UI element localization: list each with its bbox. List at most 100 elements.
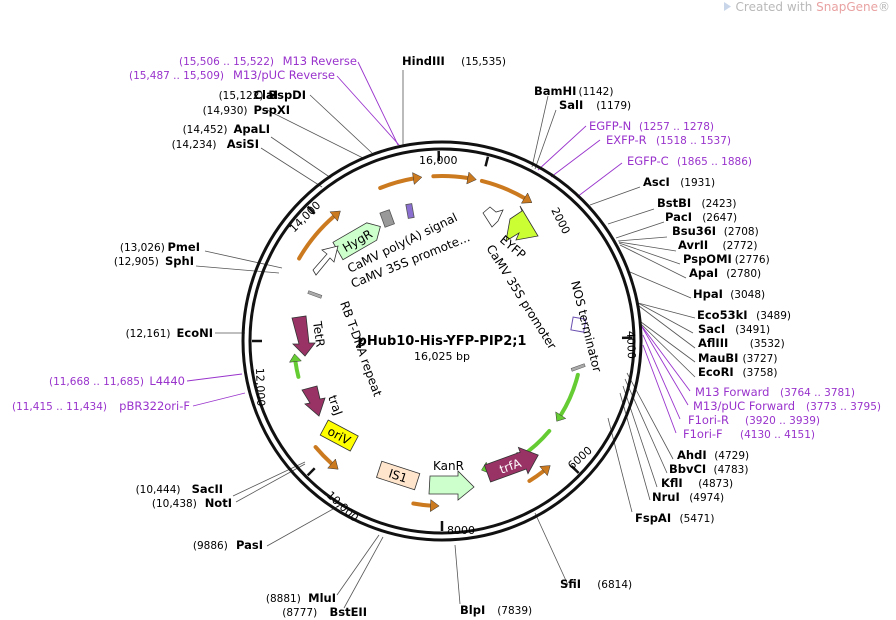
feature-arrowhead <box>466 171 477 185</box>
site-position: (1518 .. 1537) <box>656 135 731 147</box>
snapgene-watermark: Created with SnapGene® <box>723 0 890 14</box>
site-label: KflI(4873) <box>661 476 733 490</box>
tick-label: 8000 <box>447 524 475 537</box>
site-position: (2776) <box>735 254 770 266</box>
site-name: EXFP-R <box>606 133 647 147</box>
tick-mark <box>306 467 316 477</box>
site-label: AvrII(2772) <box>678 238 757 252</box>
site-label: Bsu36I(2708) <box>672 224 759 238</box>
site-label: SacII(10,444) <box>136 482 223 496</box>
site-name: AscI <box>643 175 670 189</box>
feature-arrowhead <box>555 411 567 422</box>
site-name: KflI <box>661 476 683 490</box>
site-position: (15,487 .. 15,509) <box>129 70 224 82</box>
site-position: (1931) <box>680 177 715 189</box>
site-label: SphI(12,905) <box>114 254 194 268</box>
site-label: F1ori-R(3920 .. 3939) <box>688 413 820 427</box>
site-label: FspAI(5471) <box>635 511 714 525</box>
site-position: (2708) <box>724 226 759 238</box>
site-position: (3491) <box>735 324 770 336</box>
site-position: (7839) <box>497 605 532 617</box>
site-name: BspDI <box>268 88 306 102</box>
site-name: SalI <box>559 98 583 112</box>
tick-label: 2000 <box>548 205 572 236</box>
site-label: Eco53kI(3489) <box>697 308 791 322</box>
site-label: ApaLI(14,452) <box>183 122 270 136</box>
site-label: PmeI(13,026) <box>120 240 200 254</box>
feature-arc <box>558 372 580 418</box>
site-position: (15,506 .. 15,522) <box>179 56 274 68</box>
feature-arrowhead <box>327 458 339 470</box>
feature-arc <box>411 501 433 508</box>
tick-label: 16,000 <box>419 154 458 167</box>
site-name: AsiSI <box>227 137 259 151</box>
site-name: SphI <box>165 254 194 268</box>
watermark-suffix: ® <box>878 0 890 14</box>
site-position: (2772) <box>723 240 758 252</box>
backbone <box>241 140 643 542</box>
nos-terminator-box <box>570 316 587 333</box>
plasmid-name: pHub10-His-YFP-PIP2;1 <box>358 334 527 349</box>
site-position: (3532) <box>750 338 785 350</box>
site-labels: BamHI(1142)SalI(1179)EGFP-N(1257 .. 1278… <box>12 54 881 619</box>
watermark-brand: SnapGene <box>816 0 878 14</box>
site-name: EcoNI <box>177 326 213 340</box>
site-position: (2647) <box>702 212 737 224</box>
site-label: ClaI <box>254 88 278 102</box>
site-label: HindIII (15,535) <box>402 54 506 68</box>
site-label: BamHI(1142) <box>534 84 613 98</box>
site-position: (1142) <box>579 86 614 98</box>
feature-arrowhead <box>289 353 302 363</box>
site-separator: - <box>272 88 277 102</box>
eyfp-feature <box>505 205 539 242</box>
site-name: AflIII <box>698 336 728 350</box>
tick-mark <box>484 156 490 167</box>
site-label: AflIII (3532) <box>698 336 785 350</box>
site-position: (2423) <box>702 198 737 210</box>
site-position: (3489) <box>756 310 791 322</box>
tick-label: 6000 <box>565 444 595 472</box>
site-label: NotI(10,438) <box>152 496 232 510</box>
site-position: (11,668 .. 11,685) <box>49 376 144 388</box>
site-name: HpaI <box>693 287 723 301</box>
site-label: AhdI(4729) <box>677 448 749 462</box>
site-position: (11,415 .. 11,434) <box>12 401 107 413</box>
site-label: EGFP-N(1257 .. 1278) <box>589 119 714 133</box>
site-label: M13/pUC Reverse(15,487 .. 15,509) <box>129 68 335 82</box>
site-label: M13 Reverse(15,506 .. 15,522) <box>179 54 357 68</box>
site-label: L4440(11,668 .. 11,685) <box>49 374 185 388</box>
site-label: SfiI(6814) <box>560 577 632 591</box>
site-position: (6814) <box>597 579 632 591</box>
site-name: SacI <box>698 322 725 336</box>
site-position: (14,930) <box>203 105 248 117</box>
feature-arc <box>297 214 336 261</box>
site-position: (13,026) <box>120 242 165 254</box>
watermark-prefix: Created with <box>735 0 813 14</box>
tick-mark <box>306 205 316 215</box>
site-position: (4130 .. 4151) <box>740 429 815 441</box>
site-position: (3727) <box>743 353 778 365</box>
snapgene-logo-icon <box>723 2 731 11</box>
primer-lines <box>186 61 691 434</box>
site-label: pBR322ori-F(11,415 .. 11,434) <box>12 399 190 413</box>
site-position: (3758) <box>743 367 778 379</box>
site-label: AsiSI(14,234) <box>172 137 259 151</box>
site-position: (1865 .. 1886) <box>677 156 752 168</box>
feature-arrowhead <box>329 210 341 222</box>
feature-arrowhead <box>539 465 551 477</box>
site-position: (15,535) <box>461 56 506 68</box>
site-name: M13/pUC Forward <box>693 399 795 413</box>
site-label: BstBI(2423) <box>657 196 736 210</box>
site-position: (1257 .. 1278) <box>639 121 714 133</box>
site-label: PspXI(14,930) <box>203 103 290 117</box>
site-label: SacI (3491) <box>698 322 770 336</box>
site-position: (12,161) <box>126 328 171 340</box>
tick-label: 4000 <box>624 331 638 359</box>
site-name: HindIII <box>402 54 445 68</box>
site-label: MluI(8881) <box>266 591 336 605</box>
tick-marks <box>252 151 632 531</box>
site-position: (3048) <box>730 289 765 301</box>
site-name: F1ori-F <box>683 427 723 441</box>
site-position: (15,122) <box>219 90 264 102</box>
